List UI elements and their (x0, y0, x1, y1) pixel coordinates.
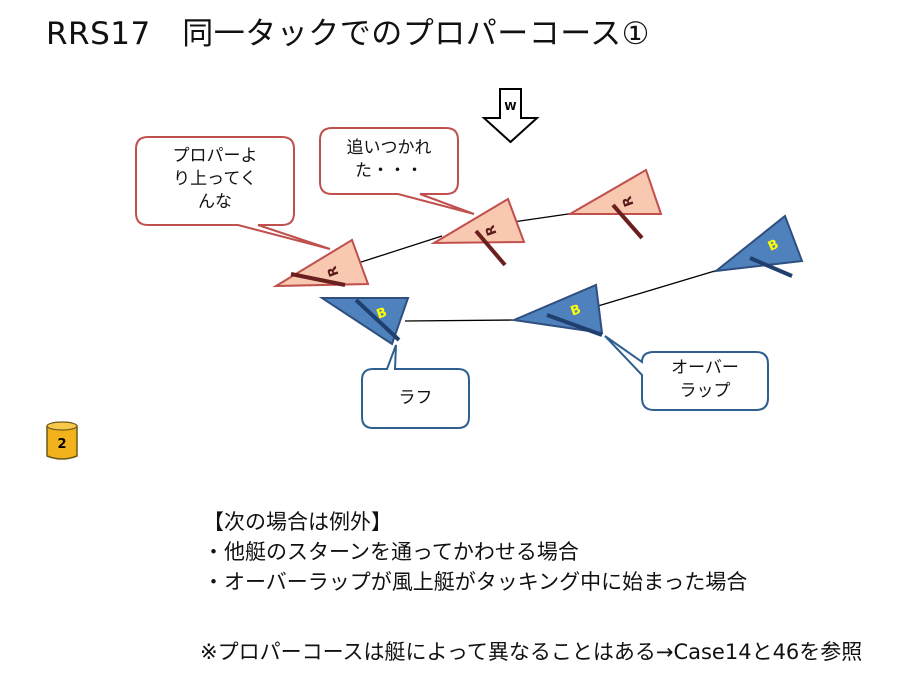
notes-item: ・オーバーラップが風上艇がタッキング中に始まった場合 (203, 570, 748, 594)
exceptions-notes: 【次の場合は例外】 ・他艇のスターンを通ってかわせる場合 ・オーバーラップが風上… (203, 507, 747, 597)
callout-overlap-text: オーバー ラップ (671, 358, 739, 401)
red-boat-2: R (430, 197, 526, 267)
wind-arrow: W (481, 88, 540, 144)
page-title: RRS17 同一タックでのプロパーコース① (46, 16, 650, 52)
red-boat-1-label: R (325, 264, 343, 279)
blue-boat-1: B (318, 297, 410, 346)
callout-leeward-text: ラフ (398, 388, 433, 408)
notes-item: ・他艇のスターンを通ってかわせる場合 (203, 540, 579, 564)
red-boat-2-label: R (483, 223, 501, 238)
callout-overlap (604, 335, 769, 411)
notes-heading: 【次の場合は例外】 (203, 510, 392, 534)
wind-label: W (504, 100, 516, 113)
blue-boat-2-label: B (569, 302, 583, 319)
blue-boat-1-label: B (375, 305, 389, 322)
slide-number-badge: 2 (46, 421, 78, 460)
callout-proper-course (135, 136, 331, 250)
badge-number: 2 (57, 437, 66, 452)
callout-overtaken (319, 127, 475, 215)
footnote: ※プロパーコースは艇によって異なることはある→Case14と46を参照 (200, 640, 863, 664)
blue-boat-track (404, 269, 719, 322)
blue-boat-2: B (510, 283, 604, 337)
callout-leeward (361, 344, 470, 429)
callout-proper-course-text: プロパーよ り上ってく んな (172, 146, 258, 212)
red-boat-track (354, 212, 576, 265)
blue-boat-3: B (712, 214, 804, 278)
red-boat-3-label: R (620, 194, 638, 209)
red-boat-3: R (566, 168, 663, 240)
callout-overtaken-text: 追いつかれ た・・・ (346, 138, 432, 181)
red-boat-1: R (272, 238, 370, 288)
